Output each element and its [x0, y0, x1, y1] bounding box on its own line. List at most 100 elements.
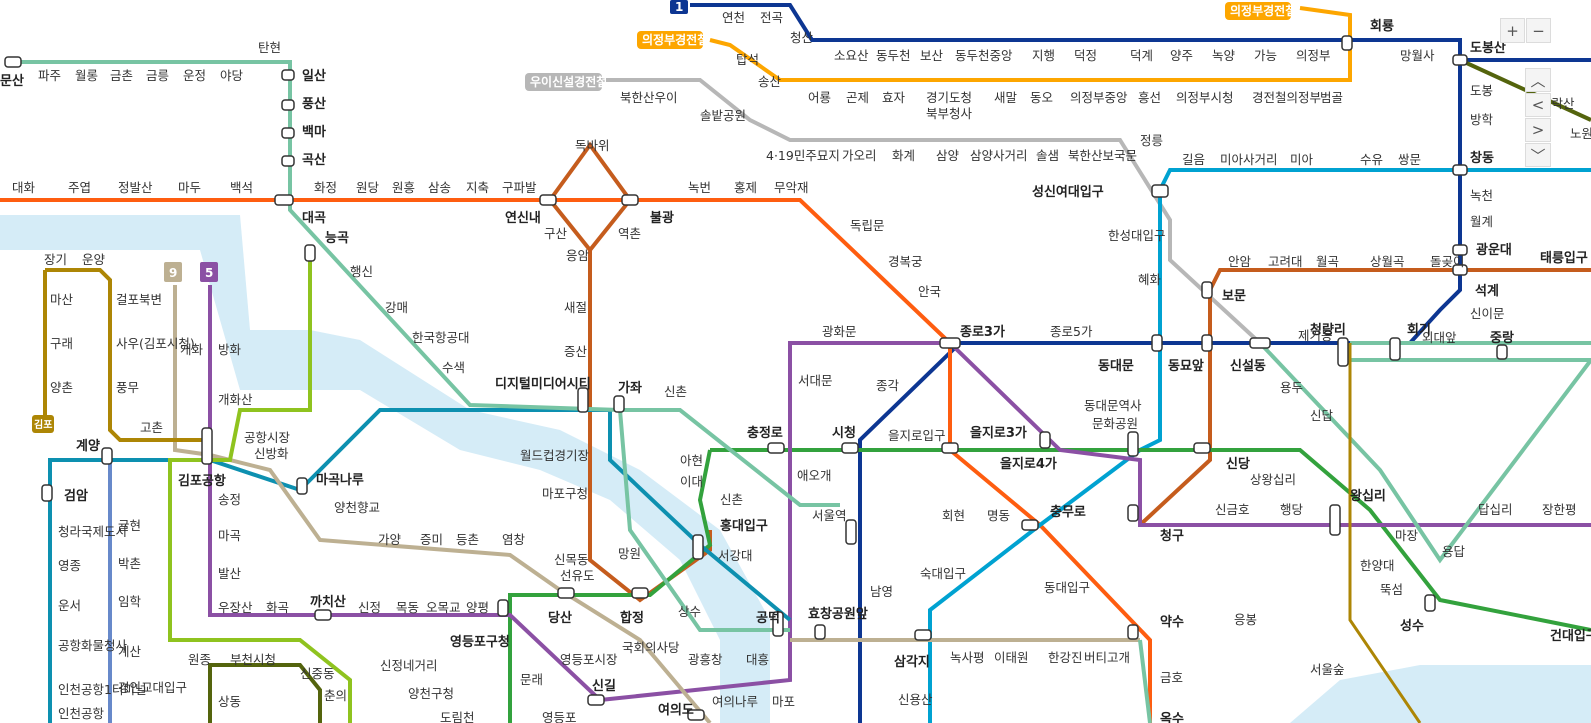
pan-right-button[interactable]: >	[1525, 118, 1551, 142]
station-label[interactable]: 서강대	[718, 548, 753, 563]
station-label[interactable]: 서울역	[812, 508, 847, 523]
station-label[interactable]: 솔샘	[1036, 148, 1059, 163]
station-label[interactable]: 신답	[1310, 408, 1334, 423]
station-label[interactable]: 백마	[302, 124, 326, 140]
station-label[interactable]: 구산	[544, 226, 568, 241]
tag-line9[interactable]: 9	[164, 262, 182, 282]
station-label[interactable]: 지축	[466, 180, 489, 195]
station-label[interactable]: 신정	[358, 600, 381, 615]
station-label[interactable]: 외대앞	[1422, 330, 1457, 345]
station-label[interactable]: 국회의사당	[622, 640, 680, 655]
station-label[interactable]: 건대입구	[1550, 628, 1591, 644]
station-label[interactable]: 마곡나루	[316, 472, 364, 488]
station-label[interactable]: 4·19민주묘지	[766, 148, 840, 163]
station-label[interactable]: 신중동	[300, 666, 335, 681]
station-label[interactable]: 동두천	[876, 48, 911, 63]
station-label[interactable]: 불광	[650, 211, 674, 226]
station-label[interactable]: 가능	[1254, 48, 1277, 63]
station-label[interactable]: 임학	[118, 594, 142, 609]
station-label[interactable]: 성신여대입구	[1032, 184, 1104, 200]
station-label[interactable]: 한강진	[1048, 650, 1083, 665]
station-label[interactable]: 신용산	[898, 692, 933, 707]
station-label[interactable]: 발산	[218, 566, 242, 581]
station-label[interactable]: 녹천	[1470, 188, 1493, 203]
station-label[interactable]: 북부청사	[926, 106, 973, 121]
station-labels[interactable]: 문산 파주 월롱 금촌 금릉 운정 야당 탄현 일산 풍산 백마 곡산 대화 주…	[0, 10, 1591, 723]
station-label[interactable]: 월곡	[1316, 254, 1339, 269]
station-label[interactable]: 행신	[350, 264, 373, 279]
station-label[interactable]: 경복궁	[888, 254, 923, 269]
station-label[interactable]: 여의도	[658, 702, 694, 718]
station-label[interactable]: 홍대입구	[720, 518, 768, 534]
station-label[interactable]: 망원	[618, 546, 641, 561]
station-label[interactable]: 사우(김포시청)	[116, 336, 195, 351]
station-label[interactable]: 삼양사거리	[970, 148, 1028, 163]
station-label[interactable]: 장기	[44, 252, 67, 267]
station-label[interactable]: 양주	[1170, 48, 1193, 63]
station-label[interactable]: 동두천중앙	[955, 48, 1013, 63]
station-label[interactable]: 상월곡	[1370, 254, 1405, 269]
station-label[interactable]: 명동	[987, 508, 1010, 523]
station-label[interactable]: 구래	[50, 336, 73, 351]
tag-gimpo[interactable]: 김포	[32, 415, 54, 433]
station-label[interactable]: 문화공원	[1092, 416, 1138, 431]
station-label[interactable]: 애오개	[797, 468, 832, 483]
station-label[interactable]: 동묘앞	[1168, 359, 1204, 374]
station-label[interactable]: 뚝섬	[1380, 582, 1403, 597]
station-label[interactable]: 아현	[680, 453, 703, 468]
station-label[interactable]: 신금호	[1215, 502, 1250, 517]
station-label[interactable]: 서울숲	[1310, 662, 1345, 677]
station-label[interactable]: 효창공원앞	[808, 606, 868, 622]
station-label[interactable]: 등촌	[456, 532, 479, 547]
station-label[interactable]: 응봉	[1234, 612, 1257, 627]
station-label[interactable]: 신이문	[1470, 306, 1505, 321]
station-label[interactable]: 인천공항1터미널	[58, 682, 146, 697]
station-label[interactable]: 곡산	[302, 152, 326, 168]
station-label[interactable]: 광운대	[1476, 243, 1512, 258]
station-label[interactable]: 계양	[76, 439, 100, 454]
station-label[interactable]: 쌍문	[1398, 152, 1421, 167]
pan-left-button[interactable]: <	[1525, 93, 1551, 117]
station-label[interactable]: 충정로	[747, 425, 783, 441]
station-label[interactable]: 일산	[302, 68, 326, 84]
station-label[interactable]: 송산	[758, 74, 782, 89]
station-label[interactable]: 원흥	[392, 180, 415, 195]
station-label[interactable]: 마두	[178, 180, 201, 195]
station-label[interactable]: 수유	[1360, 152, 1383, 167]
station-label[interactable]: 망월사	[1400, 48, 1435, 63]
pan-up-button[interactable]: ︿	[1525, 68, 1551, 92]
station-label[interactable]: 역촌	[618, 226, 641, 241]
station-label[interactable]: 계산	[118, 644, 142, 659]
station-label[interactable]: 방화	[218, 342, 242, 357]
station-label[interactable]: 중랑	[1490, 331, 1514, 346]
station-label[interactable]: 영등포구청	[450, 634, 510, 650]
station-label[interactable]: 청량리	[1310, 322, 1346, 338]
station-label[interactable]: 춘의	[324, 688, 347, 703]
tag-uijeongbu-top[interactable]: 의정부경전철	[1225, 2, 1296, 20]
station-label[interactable]: 상동	[218, 694, 241, 709]
station-label[interactable]: 월드컵경기장	[520, 448, 590, 463]
station-label[interactable]: 마산	[50, 292, 74, 307]
station-label[interactable]: 신설동	[1230, 359, 1266, 374]
station-label[interactable]: 문산	[0, 73, 24, 89]
station-label[interactable]: 부천시청	[230, 652, 276, 667]
station-label[interactable]: 답십리	[1478, 502, 1513, 517]
station-label[interactable]: 삼각지	[894, 654, 930, 670]
station-label[interactable]: 상수	[678, 604, 701, 619]
station-label[interactable]: 동오	[1030, 90, 1053, 105]
station-label[interactable]: 북한산우이	[620, 90, 678, 105]
station-label[interactable]: 가오리	[842, 148, 877, 163]
station-label[interactable]: 우장산	[218, 600, 253, 615]
station-label[interactable]: 양촌	[50, 380, 73, 395]
station-label[interactable]: 녹양	[1212, 48, 1236, 63]
station-label[interactable]: 행당	[1280, 502, 1304, 517]
station-label[interactable]: 독바위	[575, 138, 610, 153]
station-label[interactable]: 녹번	[688, 180, 711, 195]
station-label[interactable]: 공항화물청사	[58, 638, 128, 653]
station-label[interactable]: 의정부시청	[1176, 90, 1234, 105]
station-label[interactable]: 능곡	[325, 231, 349, 246]
station-label[interactable]: 창동	[1470, 150, 1494, 166]
zoom-in-button[interactable]: +	[1500, 18, 1525, 43]
station-label[interactable]: 주엽	[68, 180, 91, 195]
station-label[interactable]: 새말	[994, 90, 1018, 105]
